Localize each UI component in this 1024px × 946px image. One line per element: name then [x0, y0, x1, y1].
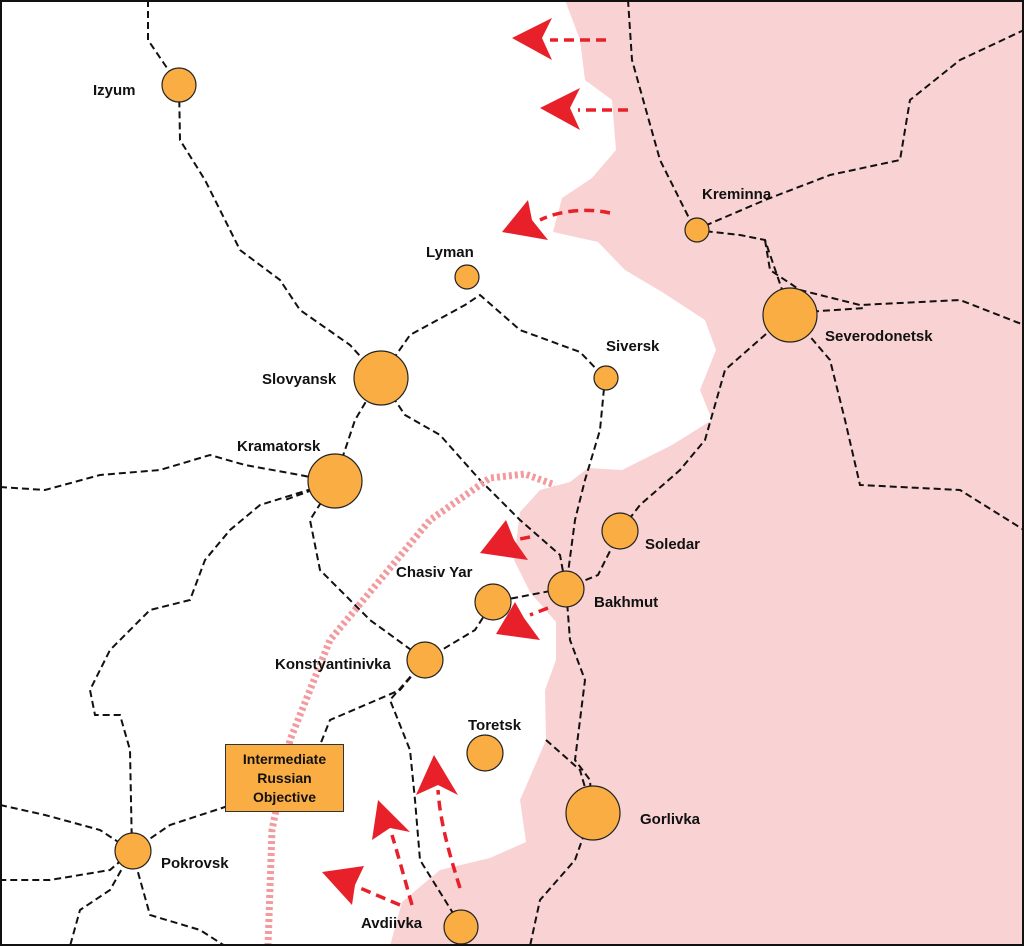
label-siversk: Siversk — [606, 338, 660, 355]
attack-arrows — [322, 18, 628, 907]
label-lyman: Lyman — [426, 244, 474, 261]
label-izyum: Izyum — [93, 82, 136, 99]
city-chasiv-yar — [474, 583, 512, 621]
russian-controlled-area — [390, 0, 1024, 946]
label-slovyansk: Slovyansk — [262, 371, 337, 388]
city-kramatorsk — [307, 453, 363, 509]
label-kramatorsk: Kramatorsk — [237, 438, 321, 455]
city-konstyantinivka — [406, 641, 444, 679]
label-bakhmut: Bakhmut — [594, 594, 659, 611]
objective-line-3: Objective — [252, 789, 317, 805]
city-kreminna — [684, 217, 710, 243]
city-severodonetsk — [762, 287, 818, 343]
city-pokrovsk — [114, 832, 152, 870]
city-soledar — [601, 512, 639, 550]
label-chasiv-yar: Chasiv Yar — [396, 564, 473, 581]
label-kreminna: Kreminna — [702, 186, 772, 203]
label-severodonetsk: Severodonetsk — [825, 328, 933, 345]
city-slovyansk — [353, 350, 409, 406]
label-konstyantinivka: Konstyantinivka — [275, 656, 391, 673]
label-gorlivka: Gorlivka — [640, 811, 701, 828]
city-avdiivka — [443, 909, 479, 945]
label-pokrovsk: Pokrovsk — [161, 855, 229, 872]
label-avdiivka: Avdiivka — [361, 915, 423, 932]
city-siversk — [593, 365, 619, 391]
cities — [114, 67, 818, 945]
city-izyum — [161, 67, 197, 103]
city-bakhmut — [547, 570, 585, 608]
city-gorlivka — [565, 785, 621, 841]
objective-line-1: Intermediate — [242, 751, 327, 767]
label-soledar: Soledar — [645, 536, 701, 553]
objective-line-2: Russian — [257, 770, 312, 786]
city-toretsk — [466, 734, 504, 772]
city-lyman — [454, 264, 480, 290]
label-toretsk: Toretsk — [468, 717, 522, 734]
intermediate-objective-box: Intermediate Russian Objective — [225, 744, 344, 812]
